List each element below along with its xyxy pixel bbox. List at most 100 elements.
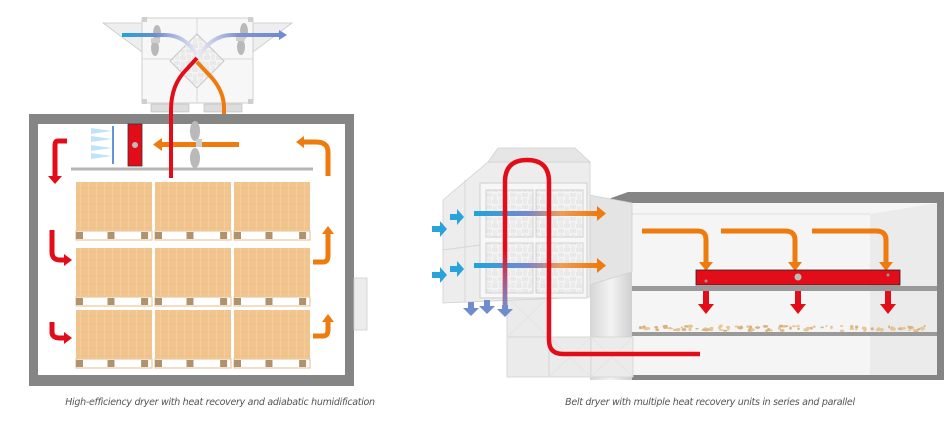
pallet (233, 310, 311, 369)
product-particle (840, 325, 844, 327)
product-particle (812, 325, 816, 328)
pallet (233, 182, 311, 241)
product-particle (875, 328, 881, 332)
product-particle (796, 324, 800, 328)
fresh-air-stream (122, 33, 199, 57)
product-particle (849, 327, 854, 331)
product-particle (646, 327, 651, 330)
product-particle (839, 329, 845, 332)
heater-coil-icon (695, 269, 901, 286)
caption-left: High-efficiency dryer with heat recovery… (65, 397, 375, 408)
exhaust-arrowhead (279, 30, 287, 40)
product-particle (855, 325, 859, 329)
product-particle (734, 325, 740, 328)
product-particle (778, 324, 784, 328)
product-particle (727, 327, 730, 331)
product-particle (777, 326, 780, 330)
downdraft-supply-arrows (642, 228, 889, 262)
product-particle (779, 329, 785, 332)
product-particle (805, 326, 811, 329)
product-particle (638, 325, 643, 330)
product-particle (888, 325, 891, 329)
product-particle (907, 329, 912, 331)
product-particle (770, 329, 773, 332)
pallet (75, 182, 153, 241)
product-particle (718, 329, 724, 331)
product-particle (784, 325, 789, 328)
product-particle (747, 328, 751, 332)
pallet (75, 310, 153, 369)
adiabatic-humidifier-icon (91, 126, 114, 164)
product-particle (900, 327, 907, 330)
product-particle (766, 327, 771, 332)
product-particle (688, 327, 692, 331)
exhaust-arrows (463, 300, 513, 317)
caption-right: Belt dryer with multiple heat recovery u… (565, 397, 855, 408)
circulation-fan-icon (190, 121, 202, 168)
pallet (233, 248, 311, 307)
product-particle (748, 325, 753, 329)
arrowheads (699, 262, 893, 271)
product-particle (762, 325, 769, 328)
product-particle (681, 328, 687, 331)
heater-coil-icon (127, 123, 143, 167)
transition-hood (588, 194, 633, 286)
product-particle (754, 326, 761, 329)
product-particle (830, 325, 833, 330)
arrowhead (597, 206, 606, 221)
supply-air-flow (474, 263, 598, 268)
product-particle (654, 325, 659, 329)
cooled-air-duct (503, 250, 507, 305)
product-particle (870, 327, 874, 331)
pallet-stacks (75, 182, 311, 369)
product-particle (890, 328, 893, 331)
vent-grille (150, 103, 243, 113)
product-particle (725, 325, 731, 329)
product-particle (892, 327, 896, 331)
product-particle (666, 327, 672, 330)
product-particle (907, 326, 914, 329)
supply-air-flow (474, 211, 598, 216)
product-particle (722, 329, 728, 332)
product-particle (912, 328, 919, 332)
product-particle (642, 325, 646, 328)
hot-air-duct (169, 110, 173, 178)
product-particle (710, 328, 714, 332)
heat-recovery-unit (101, 17, 294, 178)
product-particle (863, 329, 866, 333)
heat-recovery-units (442, 147, 592, 304)
product-particle (879, 328, 884, 332)
product-particle (797, 327, 800, 331)
product-particle (825, 325, 828, 328)
product-particle (695, 327, 699, 330)
product-particle (706, 328, 711, 331)
product-particle (920, 327, 924, 331)
product-particle (803, 328, 810, 332)
arrowhead (153, 138, 162, 151)
exhaust-stream (195, 33, 279, 61)
hot-air-duct (502, 157, 700, 357)
warm-air-duct (195, 60, 226, 122)
product-particle (789, 326, 792, 330)
product-particle (861, 326, 867, 330)
product-particle (709, 326, 714, 330)
upper-belt (632, 286, 937, 291)
product-particle (701, 328, 707, 331)
product-particle (923, 325, 926, 328)
product-particle (665, 325, 668, 329)
pallet (154, 310, 232, 369)
pallet (75, 248, 153, 307)
circulation-arrowheads (48, 136, 334, 344)
product-particle (917, 328, 921, 331)
product-particle (746, 325, 750, 328)
product-particle (655, 328, 660, 332)
product-particle (680, 326, 684, 329)
left-circulation-arrows (49, 138, 331, 341)
pallet (154, 182, 232, 241)
product-layer (638, 324, 926, 333)
hot-air-duct (169, 56, 199, 178)
product-particle (683, 325, 689, 328)
product-particle (676, 327, 681, 332)
inlet-fresh-air-arrows (432, 209, 464, 283)
